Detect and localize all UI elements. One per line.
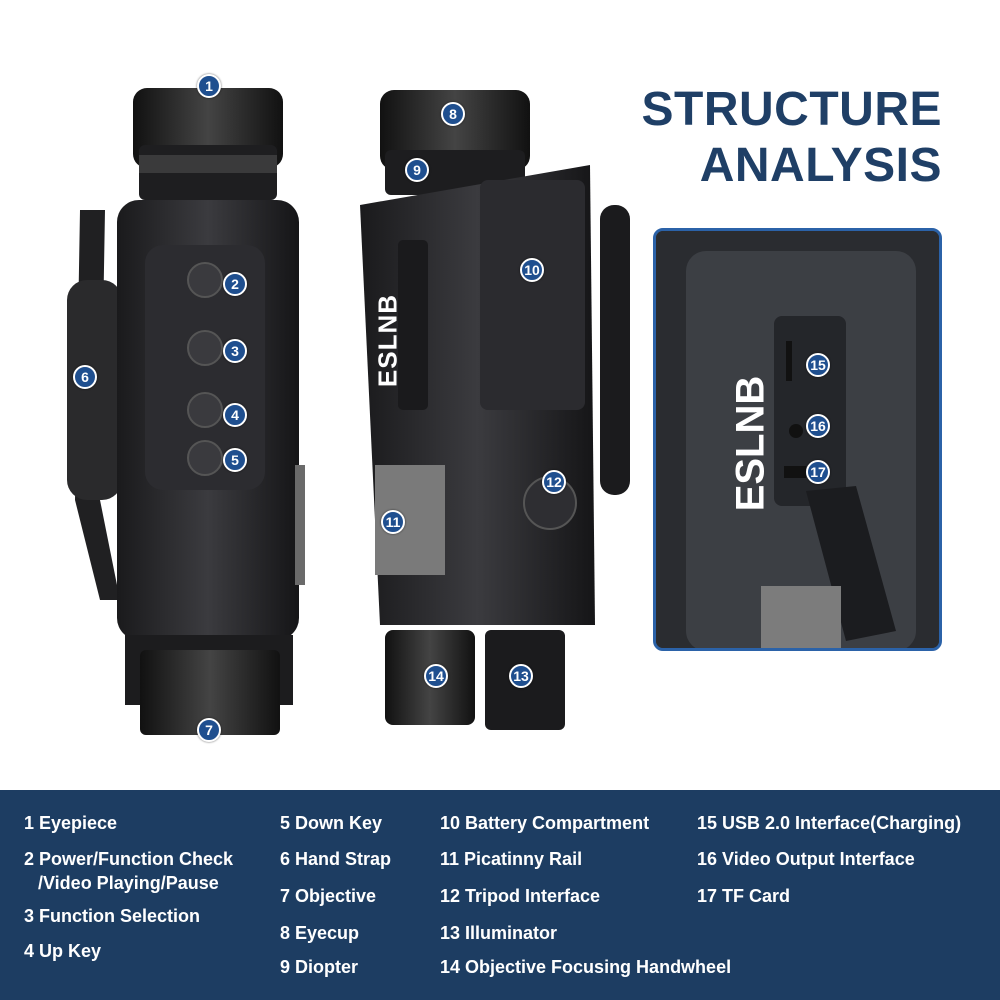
marker-14: 14: [424, 664, 448, 688]
marker-15: 15: [806, 353, 830, 377]
marker-10: 10: [520, 258, 544, 282]
legend-item-17: 17 TF Card: [697, 886, 791, 906]
marker-4: 4: [223, 403, 247, 427]
inset-brand-logo: ESLNB: [728, 375, 773, 512]
legend-item-1: 1 Eyepiece: [24, 813, 118, 833]
inset-photo: [656, 231, 939, 648]
marker-17: 17: [806, 460, 830, 484]
legend-panel: 1 Eyepiece 2 Power/Function Check /Video…: [0, 790, 1000, 1000]
marker-7: 7: [197, 718, 221, 742]
marker-11: 11: [381, 510, 405, 534]
legend-item-13: 13 Illuminator: [440, 923, 558, 943]
legend-item-15: 15 USB 2.0 Interface(Charging): [697, 813, 962, 833]
legend-item-8: 8 Eyecup: [280, 923, 360, 943]
legend-item-10: 10 Battery Compartment: [440, 813, 650, 833]
marker-5: 5: [223, 448, 247, 472]
legend-item-2: 2 Power/Function Check: [24, 849, 234, 869]
title-line-2: ANALYSIS: [699, 139, 942, 192]
legend-item-2-cont: /Video Playing/Pause: [38, 873, 219, 893]
marker-16: 16: [806, 414, 830, 438]
marker-12: 12: [542, 470, 566, 494]
page-title: STRUCTURE ANALYSIS: [642, 82, 943, 194]
legend-item-5: 5 Down Key: [280, 813, 383, 833]
legend-item-6: 6 Hand Strap: [280, 849, 392, 869]
product-image-area: ESLNB STRUCTURE ANALYSIS ESLNB 1 2 3 4 5…: [67, 74, 943, 742]
device-front-view: [67, 88, 305, 735]
device-side-view: [360, 90, 630, 730]
marker-8: 8: [441, 102, 465, 126]
marker-9: 9: [405, 158, 429, 182]
legend-item-12: 12 Tripod Interface: [440, 886, 601, 906]
legend-item-9: 9 Diopter: [280, 957, 359, 977]
legend-item-11: 11 Picatinny Rail: [440, 849, 583, 869]
marker-2: 2: [223, 272, 247, 296]
marker-3: 3: [223, 339, 247, 363]
legend-item-3: 3 Function Selection: [24, 906, 201, 926]
detail-inset: ESLNB: [653, 228, 942, 651]
marker-13: 13: [509, 664, 533, 688]
brand-logo: ESLNB: [372, 293, 403, 388]
legend-item-7: 7 Objective: [280, 886, 377, 906]
legend-item-4: 4 Up Key: [24, 941, 102, 961]
legend-item-14: 14 Objective Focusing Handwheel: [440, 957, 732, 977]
marker-1: 1: [197, 74, 221, 98]
title-line-1: STRUCTURE: [641, 83, 942, 136]
marker-6: 6: [73, 365, 97, 389]
legend-item-16: 16 Video Output Interface: [697, 849, 915, 869]
